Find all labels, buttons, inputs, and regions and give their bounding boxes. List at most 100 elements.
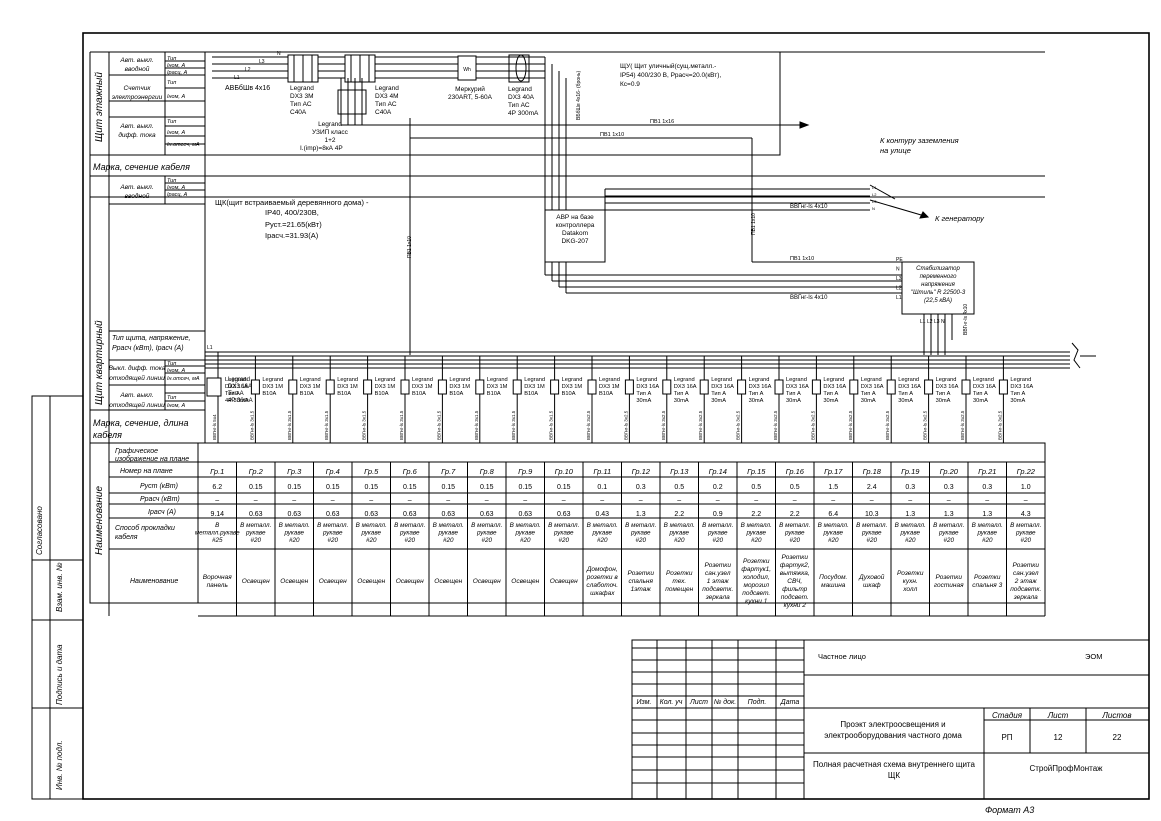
power-installed: 0.3 xyxy=(982,484,992,491)
current-calc: 0.63 xyxy=(326,511,340,518)
bus-l1: L1 xyxy=(207,345,213,351)
stamp-col-header: Кол. уч xyxy=(660,699,683,706)
laying-method: рукаве xyxy=(784,530,805,537)
circuit-name: Духовой xyxy=(858,573,885,581)
power-installed: 1.5 xyxy=(828,484,838,491)
laying-method: В металл. xyxy=(818,522,849,529)
meter-label: Счетчик xyxy=(124,85,152,92)
table-head: Способ прокладки xyxy=(115,524,175,532)
circuit-name: сан.узел xyxy=(1013,570,1039,577)
client-name: Частное лицо xyxy=(818,652,866,661)
power-calc: – xyxy=(446,497,450,504)
param-label: Iном, А xyxy=(167,185,185,191)
rcd-breaker xyxy=(924,379,934,395)
circuit-name: подсвет. xyxy=(781,593,809,601)
laying-method: #20 xyxy=(1020,537,1031,544)
circuit-name: кухн. xyxy=(903,578,918,585)
agreed-label: Согласовано xyxy=(35,506,44,555)
power-calc: – xyxy=(600,497,604,504)
breaker-line-label: Авт. выкл. xyxy=(119,392,154,399)
param-label: Iрасц, А xyxy=(167,70,188,76)
laying-method: В металл. xyxy=(702,522,733,529)
circuit-name: гостиная xyxy=(934,582,964,589)
group-number: Гр.4 xyxy=(326,467,340,476)
laying-method: #20 xyxy=(751,537,762,544)
breaker-label: 30mA xyxy=(861,398,876,404)
group-number: Гр.13 xyxy=(670,467,689,476)
current-calc: 0.63 xyxy=(480,511,494,518)
rcd-breaker xyxy=(998,379,1008,395)
param-label: Iрасц, А xyxy=(167,192,188,198)
laying-method: В металл. xyxy=(664,522,695,529)
rcd-label: Legrand xyxy=(508,86,532,93)
power-calc: – xyxy=(485,497,489,504)
circuit-name: Розетки xyxy=(743,558,770,565)
group-number: Гр.15 xyxy=(747,467,766,476)
breaker-label: Тип АС xyxy=(375,101,397,108)
stage-value: РП xyxy=(1001,733,1012,742)
breaker-label: Тип А xyxy=(898,391,913,397)
power-calc: – xyxy=(639,497,643,504)
circuit-name: зеркала xyxy=(1013,594,1038,601)
surge-protector-label: УЗИП класс xyxy=(312,129,349,136)
laying-method: #20 xyxy=(250,537,261,544)
table-head: Pрасч (кВт) xyxy=(140,496,180,503)
rcd-breaker xyxy=(774,379,784,395)
circuit-breaker xyxy=(400,379,410,395)
laying-method: #20 xyxy=(481,537,492,544)
current-calc: 0.63 xyxy=(249,511,263,518)
floor-breaker-label: вводной xyxy=(125,65,150,73)
ground-wire-label: ПВ1 1х10 xyxy=(790,256,814,262)
breaker-label: В10А xyxy=(524,391,538,397)
laying-method: В металл. xyxy=(1010,522,1041,529)
circuit-breaker xyxy=(437,379,447,395)
circuit-breaker xyxy=(550,379,560,395)
circuit-cable-label: ВВГнг-ls 3х2.5 xyxy=(623,410,628,440)
group-number: Гр.10 xyxy=(555,467,574,476)
group-number: Гр.6 xyxy=(403,467,418,476)
breaker-label: 4Р 30mA xyxy=(225,398,249,404)
power-calc: – xyxy=(331,497,335,504)
laying-method: #20 xyxy=(289,537,300,544)
param-label: Тип xyxy=(167,119,176,125)
power-installed: 0.15 xyxy=(403,484,417,491)
company-name: СтройПрофМонтаж xyxy=(1029,764,1103,773)
drawing-title: Полная расчетная схема внутреннего щита xyxy=(813,760,975,769)
laying-method: В металл. xyxy=(779,522,810,529)
breaker-label: С40А xyxy=(375,109,392,116)
circuit-breaker xyxy=(363,379,373,395)
circuit-cable-label: ВВГнг-ls 3х1.5 xyxy=(249,410,254,440)
surge-protector-label: I.(imp)=8кА 4Р xyxy=(300,145,343,152)
group-number: Гр.9 xyxy=(518,467,533,476)
laying-method: рукаве xyxy=(360,530,381,537)
circuit-name: Розетки xyxy=(974,574,1001,581)
input-cable-label: АВБбШв 4х16 xyxy=(225,84,270,92)
breaker-label: DX3 16А xyxy=(973,384,996,390)
laying-method: В металл. xyxy=(856,522,887,529)
stabilizer-out-cable: ВВГнг-ls 4х10 xyxy=(963,304,969,335)
param-label: Iном, А xyxy=(167,130,185,136)
breaker-label: DX3 16А xyxy=(711,384,734,390)
breaker-label: Legrand xyxy=(524,377,545,383)
breaker-label: DX3 16А xyxy=(749,384,772,390)
breaker-label: Legrand xyxy=(375,85,399,92)
meter-symbol: Wh xyxy=(463,67,471,73)
circuit-name: Освещен xyxy=(550,578,578,585)
circuit-name: холодил, xyxy=(742,573,770,581)
breaker-label: DX3 16А xyxy=(936,384,959,390)
breaker-label: Тип А xyxy=(823,391,838,397)
ground-wire-label: ПВ1 1х10 xyxy=(407,236,413,258)
stabilizer-output-pin: L3 xyxy=(934,319,940,325)
project-code: ЭОМ xyxy=(1085,652,1102,661)
breaker-label: 30mA xyxy=(674,398,689,404)
circuit-cable-label: ВВГнг-ls 3х2.5 xyxy=(586,410,591,440)
breaker-line-label: отходящей линии xyxy=(109,401,165,409)
group-number: Гр.18 xyxy=(863,467,882,476)
breaker-label: Legrand xyxy=(337,377,358,383)
breaker-label: Legrand xyxy=(375,377,396,383)
circuit-cable-label: ВВГнг-ls 3х2.5 xyxy=(810,410,815,440)
apartment-panel-label: ЩК(щит встраиваемый деревянного дома) - xyxy=(215,198,369,207)
power-installed: 0.15 xyxy=(249,484,263,491)
circuit-name: спальня 3 xyxy=(972,582,1002,589)
